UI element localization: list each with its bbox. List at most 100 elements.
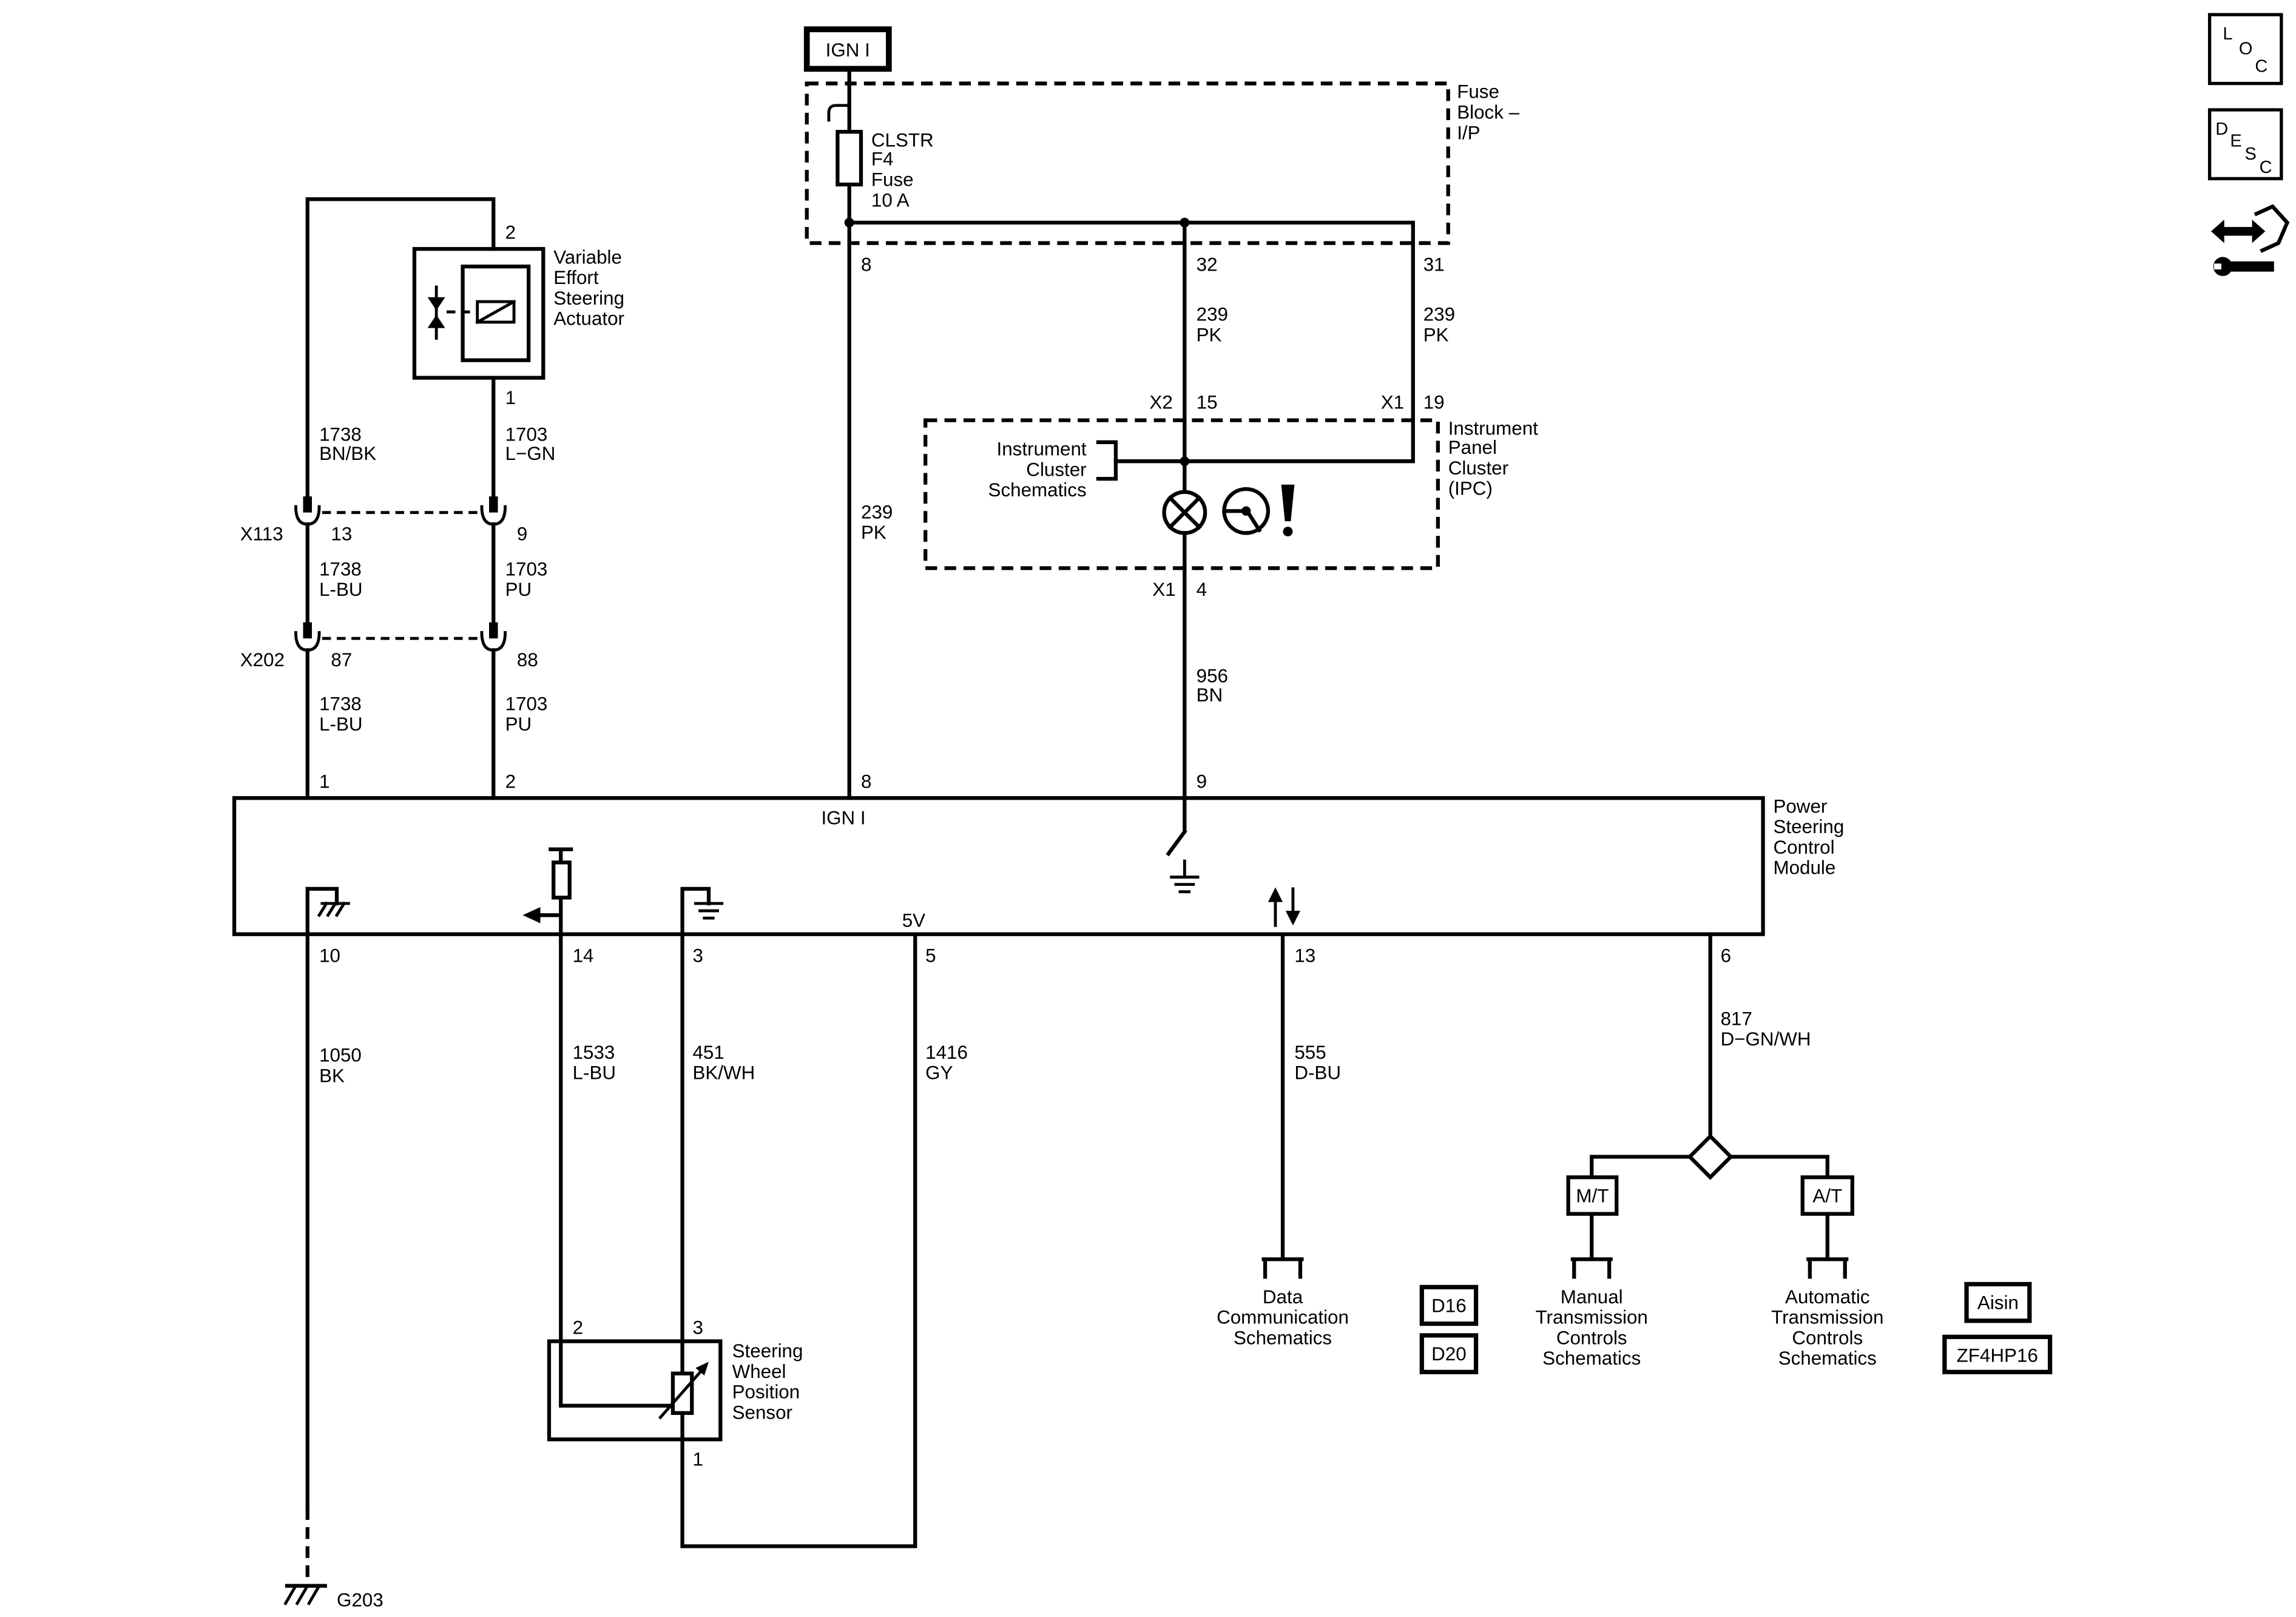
loc-button-frame[interactable] — [2207, 13, 2283, 86]
sensor-label-line: Position — [732, 1382, 800, 1403]
ipc-label-line: Instrument — [1448, 418, 1538, 439]
schematic-ref-line[interactable]: Instrument — [996, 439, 1086, 460]
ground-g203-icon — [283, 1584, 327, 1605]
wire-circuit-label: 1703 — [505, 693, 548, 714]
reference-connector-symbol — [1570, 1257, 1613, 1279]
ipc-label-line: Cluster — [1448, 457, 1508, 479]
ground-lead — [680, 886, 711, 936]
schematic-ref-line[interactable]: Transmission — [1771, 1307, 1883, 1328]
hand-connector-shape[interactable] — [2254, 204, 2290, 253]
pin-label: 1 — [692, 1449, 703, 1470]
solenoid-coil-diagonal — [475, 299, 516, 325]
connector-name: X202 — [240, 649, 285, 670]
schematic-ref-line[interactable]: Communication — [1217, 1307, 1349, 1328]
schematic-ref-line[interactable]: Schematics — [1542, 1348, 1641, 1369]
module-5v-label: 5V — [902, 910, 925, 931]
reference-connector-symbol — [1261, 1257, 1304, 1279]
wire-color-label: GY — [925, 1062, 953, 1084]
wire-color-label: PU — [505, 714, 532, 735]
double-arrow-shape[interactable] — [2211, 220, 2266, 243]
pin-label: 10 — [319, 945, 340, 967]
lamp-cross — [1167, 495, 1202, 530]
pin-label: 19 — [1423, 391, 1445, 413]
wire-circuit-label: 1050 — [319, 1045, 362, 1066]
connector-label: X2 — [1149, 391, 1172, 413]
module-label-line: Steering — [1773, 816, 1844, 837]
connector-label: X1 — [1381, 391, 1404, 413]
schematic-ref-line[interactable]: Schematics — [988, 479, 1087, 501]
pin-label: 2 — [573, 1317, 583, 1338]
wire-branch-at — [1729, 1155, 1829, 1180]
ign-power-source: IGN I — [803, 26, 892, 72]
wrench-handle[interactable] — [2226, 261, 2274, 272]
ipc-outline — [923, 418, 1440, 570]
wire-circuit-label: 1416 — [925, 1042, 968, 1063]
wire-branch-mt — [1590, 1155, 1692, 1180]
ground-bars — [694, 902, 724, 920]
data-communication-schematics-link[interactable]: Data Communication Schematics — [1217, 1286, 1349, 1349]
desc-letter: C — [2260, 158, 2272, 177]
fuse-block-ip: Fuse Block – I/P CLSTR F4 Fuse 10 A — [805, 67, 1520, 245]
desc-button-frame[interactable] — [2207, 108, 2283, 181]
schematic-ref-line[interactable]: Schematics — [1778, 1348, 1877, 1369]
pin-label: 31 — [1423, 254, 1445, 275]
schematic-ref-line[interactable]: Controls — [1556, 1327, 1627, 1348]
lamp-driver-switch-icon — [1166, 829, 1200, 894]
schematic-ref-line[interactable]: Controls — [1792, 1327, 1863, 1348]
schematic-ref-bracket — [1096, 440, 1118, 481]
sensor-label-line: Steering — [732, 1340, 803, 1362]
wire-circuit-label: 555 — [1294, 1042, 1326, 1063]
schematic-ref-line[interactable]: Data — [1263, 1286, 1303, 1308]
ipc-label-line: Panel — [1448, 437, 1497, 458]
desc-letter: E — [2230, 131, 2241, 150]
switch-ground — [1170, 859, 1200, 894]
connector-name: X113 — [240, 524, 283, 545]
power-steering-control-module: IGN I Power Steering Control Module 5V — [232, 795, 1844, 936]
splice-dot — [844, 217, 854, 228]
wire-color-label: L-BU — [319, 714, 362, 735]
connector-repair-icon[interactable] — [2211, 204, 2290, 276]
wire-color-label: L-BU — [573, 1062, 616, 1084]
valve-arrow-up — [427, 314, 445, 328]
wire-239-pk-bus — [847, 220, 1415, 464]
instrument-panel-cluster: X2 15 X1 19 Instrument Panel Cluster (IP… — [923, 391, 1538, 600]
option-code-label: D16 — [1431, 1295, 1467, 1316]
splice-dot — [1180, 217, 1190, 228]
mt-option-tag: M/T — [1576, 1185, 1609, 1206]
automatic-transmission-schematics-link[interactable]: Automatic Transmission Controls Schemati… — [1771, 1286, 1883, 1369]
pin-label: 14 — [573, 945, 594, 967]
pin-label: 2 — [505, 771, 516, 792]
fuse-label-line: F4 — [871, 149, 894, 170]
actuator-label-line: Effort — [553, 267, 599, 288]
pin-label: 15 — [1197, 391, 1218, 413]
instrument-cluster-schematics-link[interactable]: Instrument Cluster Schematics — [988, 439, 1087, 501]
wire-circuit-label: 239 — [1423, 304, 1455, 325]
manual-transmission-schematics-link[interactable]: Manual Transmission Controls Schematics — [1536, 1286, 1648, 1369]
schematic-ref-line[interactable]: Transmission — [1536, 1307, 1648, 1328]
inline-connector-x113: X113 13 9 — [240, 496, 527, 545]
option-code-d16: D16 — [1419, 1284, 1479, 1326]
connector-pin-stub — [303, 622, 312, 639]
ground-marks — [317, 901, 350, 917]
wire-circuit-label: 239 — [861, 501, 893, 522]
fuse-label-line: CLSTR — [871, 129, 934, 150]
schematic-ref-line[interactable]: Schematics — [1234, 1327, 1332, 1348]
wrench-notch[interactable] — [2213, 263, 2221, 270]
loc-button[interactable]: L O C — [2207, 13, 2283, 86]
potentiometer-wiper — [658, 1367, 705, 1420]
schematic-ref-line[interactable]: Automatic — [1785, 1286, 1869, 1308]
schematic-ref-line[interactable]: Cluster — [1026, 459, 1086, 480]
pin-label: 5 — [925, 945, 936, 967]
pin-label: 88 — [517, 649, 538, 670]
exclamation-dot — [1283, 527, 1293, 536]
connector-label: X1 — [1152, 579, 1175, 600]
option-code-box — [1942, 1334, 2053, 1374]
desc-button[interactable]: D E S C — [2207, 108, 2283, 181]
fuse-label-line: 10 A — [871, 189, 910, 211]
wire-circuit-label: 1533 — [573, 1042, 615, 1063]
variable-effort-steering-actuator: 2 1 Variable Effort Steering Actuator — [305, 197, 624, 500]
ground-slants — [283, 1584, 322, 1605]
ground-lead — [305, 886, 339, 936]
valve-arrow-down — [427, 297, 445, 311]
schematic-ref-line[interactable]: Manual — [1561, 1286, 1623, 1308]
